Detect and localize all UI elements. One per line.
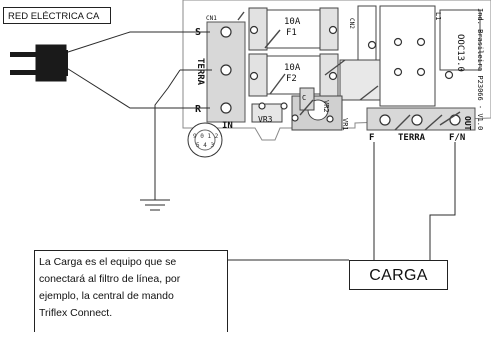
fuse-f2-rating: 10A xyxy=(284,63,301,73)
fuse-f1-name: F1 xyxy=(286,28,297,38)
load-note: La Carga es el equipo que se conectará a… xyxy=(34,250,228,332)
input-r-label: R xyxy=(195,104,202,115)
svg-text:5 4 3: 5 4 3 xyxy=(196,142,214,149)
input-terra-label: TERRA xyxy=(195,58,205,86)
wiring xyxy=(64,31,456,261)
fuse-f2-name: F2 xyxy=(286,74,297,84)
note-line-2: conectará al filtro de línea, por xyxy=(39,273,181,285)
cn1-label: CN1 xyxy=(206,15,217,22)
part-code-label: OOC13.0 xyxy=(455,34,465,72)
load-box: CARGA xyxy=(349,260,448,290)
fuse-f1-rating: 10A xyxy=(284,17,301,27)
vr3-label: VR3 xyxy=(258,115,273,124)
c-label: C xyxy=(302,94,306,102)
output-terra-label: TERRA xyxy=(398,133,426,143)
rotary-dial: 9 0 1 2 5 4 3 xyxy=(187,122,223,158)
component-marks xyxy=(237,11,461,131)
power-source-label: RED ELÉCTRICA CA xyxy=(3,7,111,24)
note-line-4: Triflex Connect. xyxy=(39,307,113,319)
note-line-3: ejemplo, la central de mando xyxy=(39,290,174,302)
cn2-label: CN2 xyxy=(348,18,355,29)
terminal-screws xyxy=(220,25,461,126)
output-fn-label: F/N xyxy=(449,133,465,143)
note-line-1: La Carga es el equipo que se xyxy=(39,256,177,268)
output-f-label: F xyxy=(369,133,374,143)
l1-label: L1 xyxy=(434,12,442,20)
plug-icon xyxy=(10,44,68,82)
svg-text:9 0 1 2: 9 0 1 2 xyxy=(193,133,219,140)
board-labels: S TERRA R CN1 IN 10A F1 10A F2 VR3 VR2 V… xyxy=(195,8,484,143)
in-label: IN xyxy=(222,121,233,131)
out-label: OUT xyxy=(463,116,472,131)
board-id-label: Ind. Brasileira P23066 - V1.0 xyxy=(476,8,484,130)
vr2-label: VR2 xyxy=(322,100,330,113)
vr1-label: VR1 xyxy=(341,118,349,131)
